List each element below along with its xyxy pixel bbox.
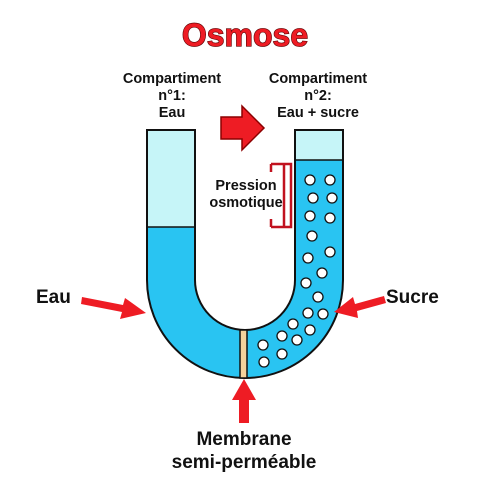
compartment-2-line-2: n°2: (304, 88, 332, 104)
membrane-line-2: semi-perméable (172, 452, 317, 473)
pressure-line-1: Pression (215, 178, 276, 194)
compartment-2-line-1: Compartiment (269, 71, 367, 87)
sugar-molecule (307, 192, 319, 204)
compartment-1-line-3: Eau (159, 105, 186, 121)
membrane-label: Membrane semi-perméable (172, 429, 317, 473)
sugar-label: Sucre (386, 287, 439, 308)
pressure-line-2: osmotique (209, 195, 282, 211)
right-arm-empty (295, 130, 343, 160)
sugar-molecule (312, 291, 324, 303)
left-arm-empty (147, 130, 195, 227)
sugar-molecule (324, 246, 336, 258)
compartment-2-line-3: Eau + sucre (277, 105, 359, 121)
membrane-label-arrow-icon (232, 379, 256, 423)
sugar-molecule (300, 277, 312, 289)
compartment-1-line-2: n°1: (158, 88, 186, 104)
sugar-molecule (302, 252, 314, 264)
sugar-molecule (306, 230, 318, 242)
pressure-bracket-icon (269, 162, 293, 229)
water-label: Eau (36, 287, 71, 308)
tube-outline (146, 129, 344, 379)
sugar-molecule (276, 330, 288, 342)
sugar-label-arrow-icon (334, 296, 386, 318)
sugar-molecule (316, 267, 328, 279)
water-label-arrow-icon (81, 297, 146, 319)
sugar-molecule (304, 174, 316, 186)
membrane-line-1: Membrane (196, 429, 291, 450)
compartment-1-line-1: Compartiment (123, 71, 221, 87)
sugar-molecule (324, 174, 336, 186)
semi-permeable-membrane (239, 329, 248, 379)
sugar-molecule (291, 334, 303, 346)
osmotic-pressure-label: Pression osmotique (209, 178, 282, 211)
sugar-molecule (258, 356, 270, 368)
sugar-molecule (304, 324, 316, 336)
sugar-molecules (257, 174, 338, 368)
sugar-molecule (317, 308, 329, 320)
sugar-molecule (276, 348, 288, 360)
sugar-molecule (257, 339, 269, 351)
sugar-molecule (326, 192, 338, 204)
sugar-molecule (324, 212, 336, 224)
sugar-molecule (287, 318, 299, 330)
water-flow-arrow-icon (220, 104, 266, 152)
compartment-1-label: Compartiment n°1: Eau (123, 71, 221, 121)
diagram-title: Osmose (182, 17, 308, 53)
sugar-molecule (304, 210, 316, 222)
sugar-molecule (302, 307, 314, 319)
compartment-2-label: Compartiment n°2: Eau + sucre (269, 71, 367, 121)
